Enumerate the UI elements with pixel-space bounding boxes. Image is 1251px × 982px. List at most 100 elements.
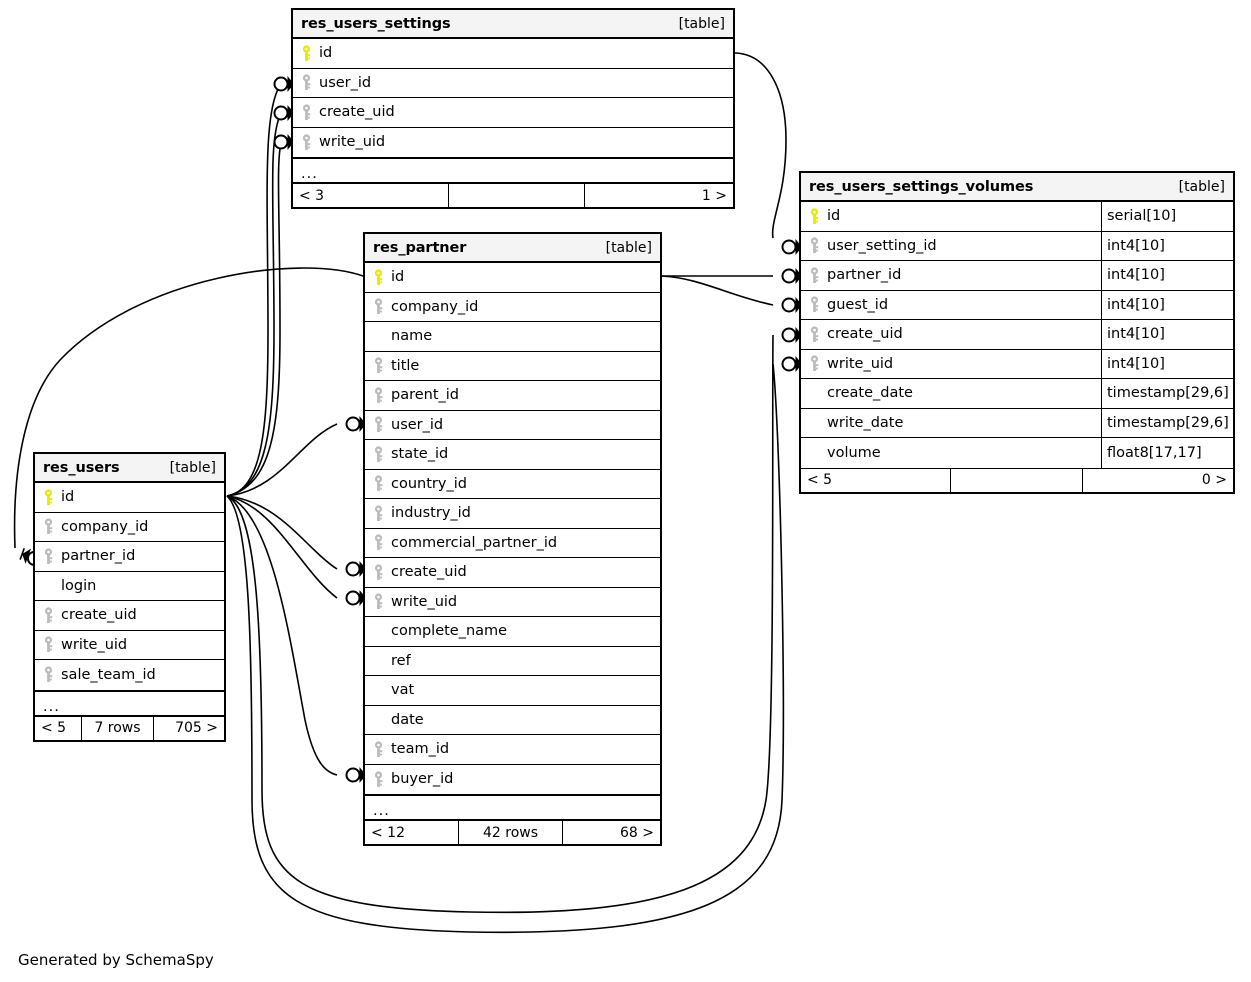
table-title: res_users_settings_volumes bbox=[809, 178, 1034, 195]
edge-res_users-to-res_partner-buyer_id bbox=[226, 495, 338, 776]
column-row[interactable]: company_id bbox=[35, 513, 224, 542]
column-name-cell: id bbox=[801, 202, 1101, 231]
column-label: create_uid bbox=[319, 104, 395, 121]
column-row[interactable]: create_uid bbox=[293, 98, 733, 128]
column-row[interactable]: country_id bbox=[365, 470, 660, 499]
column-name-cell: industry_id bbox=[365, 499, 660, 528]
footer-parents-count[interactable]: < 12 bbox=[371, 824, 405, 841]
column-row[interactable]: title bbox=[365, 352, 660, 381]
column-label: id bbox=[827, 208, 841, 225]
column-row[interactable]: id bbox=[293, 39, 733, 69]
column-row[interactable]: buyer_id bbox=[365, 765, 660, 795]
foreign-key-icon bbox=[301, 104, 319, 121]
column-row[interactable]: vat bbox=[365, 676, 660, 706]
footer-children-count[interactable]: 0 > bbox=[1082, 468, 1233, 492]
column-name-cell: partner_id bbox=[801, 261, 1101, 290]
footer-row-count: 42 rows bbox=[458, 821, 562, 844]
column-row[interactable]: login bbox=[35, 572, 224, 601]
column-name-cell: id bbox=[35, 483, 224, 512]
column-name-cell: write_uid bbox=[365, 588, 660, 617]
column-type: timestamp[29,6] bbox=[1101, 408, 1233, 437]
footer-parents-count[interactable]: < 3 bbox=[299, 187, 325, 204]
column-row[interactable]: commercial_partner_id bbox=[365, 529, 660, 558]
column-label: industry_id bbox=[391, 505, 471, 522]
foreign-key-icon bbox=[43, 518, 61, 535]
column-name-cell: name bbox=[365, 322, 660, 351]
column-name-cell: date bbox=[365, 706, 660, 735]
more-columns-indicator: ... bbox=[293, 157, 733, 183]
foreign-key-icon bbox=[373, 416, 391, 433]
column-label: complete_name bbox=[391, 623, 508, 640]
column-label: user_id bbox=[319, 74, 372, 91]
table-header-res_users_settings_volumes: res_users_settings_volumes[table] bbox=[801, 173, 1233, 202]
column-label: title bbox=[391, 357, 420, 374]
column-row[interactable]: date bbox=[365, 706, 660, 735]
column-row[interactable]: industry_id bbox=[365, 499, 660, 529]
column-row[interactable]: id bbox=[35, 483, 224, 513]
edge-res_users-to-res_partner-user_id bbox=[226, 423, 338, 497]
column-name-cell: complete_name bbox=[365, 617, 660, 646]
column-name-cell: ref bbox=[365, 647, 660, 676]
table-title: res_users_settings bbox=[301, 15, 451, 32]
column-name-cell: create_uid bbox=[35, 601, 224, 630]
footer-parents-count[interactable]: < 5 bbox=[41, 720, 67, 736]
foreign-key-icon bbox=[301, 74, 319, 91]
column-row[interactable]: complete_name bbox=[365, 617, 660, 647]
footer-parents-count[interactable]: < 5 bbox=[807, 472, 833, 488]
column-row[interactable]: user_id bbox=[365, 411, 660, 440]
table-res_users_settings_volumes[interactable]: res_users_settings_volumes[table]id seria… bbox=[799, 171, 1235, 494]
column-row[interactable]: write_uid bbox=[35, 631, 224, 660]
column-row[interactable]: guest_id int4[10] bbox=[801, 290, 1233, 320]
column-row[interactable]: write_uid bbox=[293, 128, 733, 158]
column-row[interactable]: team_id bbox=[365, 735, 660, 765]
column-row[interactable]: partner_id bbox=[35, 542, 224, 572]
footer-children-count[interactable]: 68 > bbox=[562, 821, 660, 844]
column-row[interactable]: id bbox=[365, 263, 660, 293]
primary-key-icon bbox=[43, 489, 61, 506]
foreign-key-icon bbox=[373, 357, 391, 374]
column-name-cell: write_uid bbox=[293, 128, 733, 158]
column-type: serial[10] bbox=[1101, 202, 1233, 231]
column-type: int4[10] bbox=[1101, 290, 1233, 319]
column-row[interactable]: name bbox=[365, 322, 660, 352]
column-label: guest_id bbox=[827, 296, 889, 313]
edge-res_users-to-res_partner-create_uid bbox=[226, 495, 338, 570]
foreign-key-icon bbox=[373, 593, 391, 610]
column-label: write_uid bbox=[391, 593, 458, 610]
column-row[interactable]: id serial[10] bbox=[801, 202, 1233, 232]
column-row[interactable]: create_uid bbox=[365, 558, 660, 588]
column-row[interactable]: sale_team_id bbox=[35, 660, 224, 690]
column-name-cell: create_uid bbox=[801, 320, 1101, 349]
footer-children-count[interactable]: 1 > bbox=[584, 184, 733, 207]
column-label: buyer_id bbox=[391, 771, 454, 788]
footer-children-count[interactable]: 705 > bbox=[153, 716, 224, 740]
column-row[interactable]: state_id bbox=[365, 440, 660, 470]
column-name-cell: create_uid bbox=[293, 98, 733, 127]
column-label: create_date bbox=[827, 385, 913, 402]
column-row[interactable]: create_uid bbox=[35, 601, 224, 631]
column-label: team_id bbox=[391, 741, 450, 758]
column-row[interactable]: write_uid bbox=[365, 588, 660, 617]
table-title: res_partner bbox=[373, 239, 467, 256]
foreign-key-icon bbox=[373, 387, 391, 404]
column-row[interactable]: ref bbox=[365, 647, 660, 676]
column-row[interactable]: company_id bbox=[365, 293, 660, 322]
column-list: id user_id create_uid write_uid bbox=[293, 39, 733, 157]
column-type: int4[10] bbox=[1101, 261, 1233, 290]
column-row[interactable]: user_id bbox=[293, 69, 733, 98]
foreign-key-icon bbox=[43, 607, 61, 624]
foreign-key-icon bbox=[373, 771, 391, 788]
column-row[interactable]: parent_id bbox=[365, 381, 660, 411]
